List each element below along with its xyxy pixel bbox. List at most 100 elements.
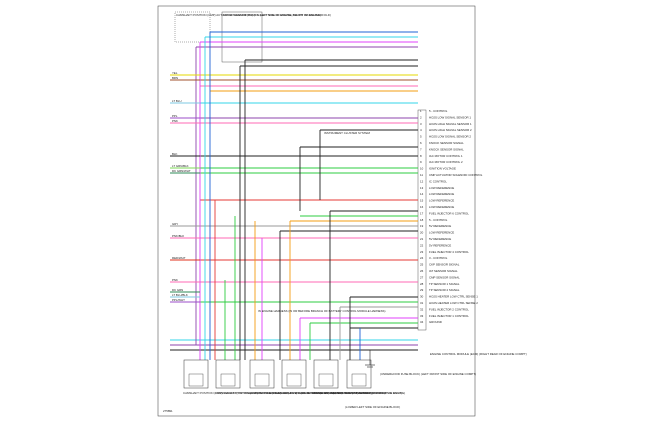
ecm-pin-label: IC CONTROL <box>429 179 447 183</box>
ecm-pin-label: IGNITION VOLTAGE <box>429 167 456 171</box>
ecm-pin-label: FUEL INJECTOR 6 CONTROL <box>429 211 469 215</box>
sensor-connector <box>249 359 275 389</box>
sensor-label: THROTTLE BODY (TOP RIGHT OF ENGINE) <box>346 391 405 395</box>
diagram-border <box>157 5 476 417</box>
ecm-pin-label: HO2S LOW SIGNAL SENSOR 2 <box>429 135 471 139</box>
ecm-pin-label: TP SENSOR 1 SIGNAL <box>429 282 460 286</box>
ecm-pin-number: 6 <box>420 141 422 145</box>
ecm-pin-number: 11 <box>420 173 423 177</box>
wire-color-label: PNK <box>172 278 178 282</box>
ecm-pin-label: 5V REFERENCE <box>429 243 451 247</box>
ecm-pin-number: 31 <box>420 301 424 305</box>
ecm-pin-label: HO2S HEATER LOW CTRL SENSE 1 <box>429 295 478 299</box>
ecm-pin-number: 14 <box>420 192 424 196</box>
ecm-pin-label: 5V REFERENCE <box>429 224 451 228</box>
wire-color-label: DK GRN/WHT <box>172 169 191 173</box>
ecm-pin-number: 25 <box>420 263 424 267</box>
ecm-pin-number: 23 <box>420 250 424 254</box>
ecm-pin-number: 5 <box>420 135 422 139</box>
ecm-pin-number: 15 <box>420 199 424 203</box>
ecm-pin-label: 3 - CONTROL <box>429 256 448 260</box>
sensor-connector <box>183 359 209 389</box>
ecm-pin-label: FUEL INJECTOR 4 CONTROL <box>429 250 469 254</box>
wire-color-label: LT BLU/BLK <box>172 293 188 297</box>
ecm-pin-label: FUEL INJECTOR 2 CONTROL <box>429 307 469 311</box>
diagram-code: 275891 <box>163 409 173 413</box>
ecm-pin-number: 20 <box>420 231 424 235</box>
wire-color-label: DK GRN <box>172 288 183 292</box>
ecm-pin-label: IAC MOTOR CONTROL 1 <box>429 154 463 158</box>
ecm-pin-number: 17 <box>420 211 424 215</box>
ecm-pin-label: CMP SENSOR SIGNAL <box>429 275 460 279</box>
ecm-pin-number: 28 <box>420 282 424 286</box>
ground-note: (UNDERHOOD FUSE BLOCK) (LEFT FRONT SIDE … <box>380 372 476 376</box>
sensor-connector <box>215 359 241 389</box>
ecm-pin-label: 5V REFERENCE <box>429 237 451 241</box>
ecm-pin-number: 1 <box>420 109 422 113</box>
wire-color-label: BLK <box>172 152 178 156</box>
ecm-pin-number: 21 <box>420 237 424 241</box>
ecm-pin-label: LOW REFERENCE <box>429 205 454 209</box>
ecm-pin-number: 3 <box>420 122 422 126</box>
wire-color-label: LT GRN/BLK <box>172 164 189 168</box>
ecm-pin-number: 19 <box>420 224 424 228</box>
wires <box>170 31 418 360</box>
ecm-pin-label: KNOCK SENSOR SIGNAL <box>429 147 464 151</box>
sensor-body <box>318 373 334 387</box>
wire-color-label: PPL <box>172 114 178 118</box>
wire-color-label: PNK/BLK <box>172 234 184 238</box>
knock-sensor-label: KNOCK SENSOR (KS) (ON LEFT SIDE OF ENGIN… <box>223 13 331 17</box>
sensor-label: INTAKE AIR TEMPERATURE (IAT) SENSOR (IN … <box>313 391 402 395</box>
ecm-pin-number: 16 <box>420 205 424 209</box>
ecm-pin-label: 5 - CONTROL <box>429 109 448 113</box>
ecm-pin-label: LOW REFERENCE <box>429 186 454 190</box>
ecm-pin-number: 12 <box>420 179 424 183</box>
sensor-connector <box>281 359 307 389</box>
sensor-label: HEATED OXYGEN SENSOR (HO2S) 1 (RIGHT SID… <box>249 391 372 395</box>
ecm-pin-label: IAC MOTOR CONTROL 2 <box>429 160 463 164</box>
sensor-body <box>351 373 367 387</box>
ecm-pin-label: LOW REFERENCE <box>429 192 454 196</box>
camshaft-actuator-box <box>174 11 211 43</box>
ecm-pin-number: 30 <box>420 295 424 299</box>
sensor-label: HEATED OXYGEN SENSOR (HO2S) 2 (ELBOW/BOT… <box>281 391 386 395</box>
ecm-pin-number: 7 <box>420 147 422 151</box>
ecm-pin-number: 33 <box>420 314 424 318</box>
ecm-pin-number: 9 <box>420 160 422 164</box>
ecm-pin-label: KNOCK SENSOR SIGNAL <box>429 141 464 145</box>
ecm-pin-label: HO2S HEATER LOW CTRL SENSE 2 <box>429 301 478 305</box>
ecm-pin-number: 2 <box>420 115 422 119</box>
ecm-pin-number: 32 <box>420 307 424 311</box>
ecm-pin-label: HO2S LOW SIGNAL SENSOR 1 <box>429 115 471 119</box>
camshaft-actuator-label: CAMSHAFT POSITION (CMP) ACTUATOR SOLENOI… <box>176 13 321 17</box>
ecm-pin-label: TP SENSOR 2 SIGNAL <box>429 288 460 292</box>
ecm-pin-label: 5 - CONTROL <box>429 218 448 222</box>
wire-color-label: RED/WHT <box>172 256 186 260</box>
wire-color-label: PNK <box>172 119 178 123</box>
ecm-pin-number: 13 <box>420 186 424 190</box>
ecm-pin-label: LOW REFERENCE <box>429 231 454 235</box>
ecm-pin-label: FUEL INJECTOR 1 CONTROL <box>429 314 469 318</box>
ecm-pin-label: LOW REFERENCE <box>429 199 454 203</box>
engine-harness-note: IN ENGINE HARNESS (IN OR BEFORE BRANCH O… <box>258 309 385 313</box>
instrument-cluster-label: INSTRUMENT CLUSTER SYSTEM <box>324 131 370 135</box>
wire-color-label: GRY <box>172 222 178 226</box>
ecm-pin-number: 10 <box>420 167 424 171</box>
sensor-label: CRANKSHAFT POSITION (CKP) SENSOR (RIGHT … <box>215 391 343 395</box>
sensor-body <box>220 373 236 387</box>
ecm-connector <box>417 109 427 331</box>
sensor-label: CAMSHAFT POSITION (CMP) SENSOR (TOP RIGH… <box>183 391 281 395</box>
ecm-pin-number: 26 <box>420 269 424 273</box>
wire-color-label: YEL <box>172 71 178 75</box>
ecm-pin-number: 34 <box>420 320 424 324</box>
ecm-pin-label: IAT SENSOR SIGNAL <box>429 269 458 273</box>
ecm-pin-label: GROUND <box>429 320 442 324</box>
sensor-body <box>286 373 302 387</box>
wire-color-label: LT BLU <box>172 99 182 103</box>
wire-color-label: PPL/WHT <box>172 298 185 302</box>
components: CAMSHAFT POSITION (CMP) SENSOR (TOP RIGH… <box>183 350 405 395</box>
ecm-pin-number: 24 <box>420 256 424 260</box>
